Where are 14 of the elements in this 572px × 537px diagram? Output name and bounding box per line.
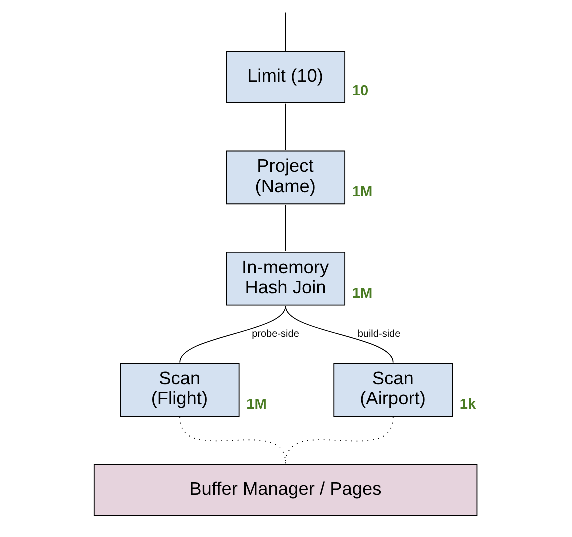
connector	[179, 416, 286, 464]
node-label: 1M	[246, 397, 266, 414]
edge-label: build-side	[357, 329, 400, 340]
connector	[284, 103, 286, 151]
node-label: 10	[352, 83, 368, 100]
connector	[284, 12, 286, 52]
connector	[284, 416, 394, 464]
node-label: 1M	[352, 286, 372, 302]
edge-label: probe-side	[252, 329, 299, 340]
connector	[179, 306, 286, 364]
connector	[284, 306, 394, 364]
node-label: 1M	[352, 184, 372, 201]
connector	[284, 204, 286, 252]
node-label: 1k	[459, 397, 476, 414]
